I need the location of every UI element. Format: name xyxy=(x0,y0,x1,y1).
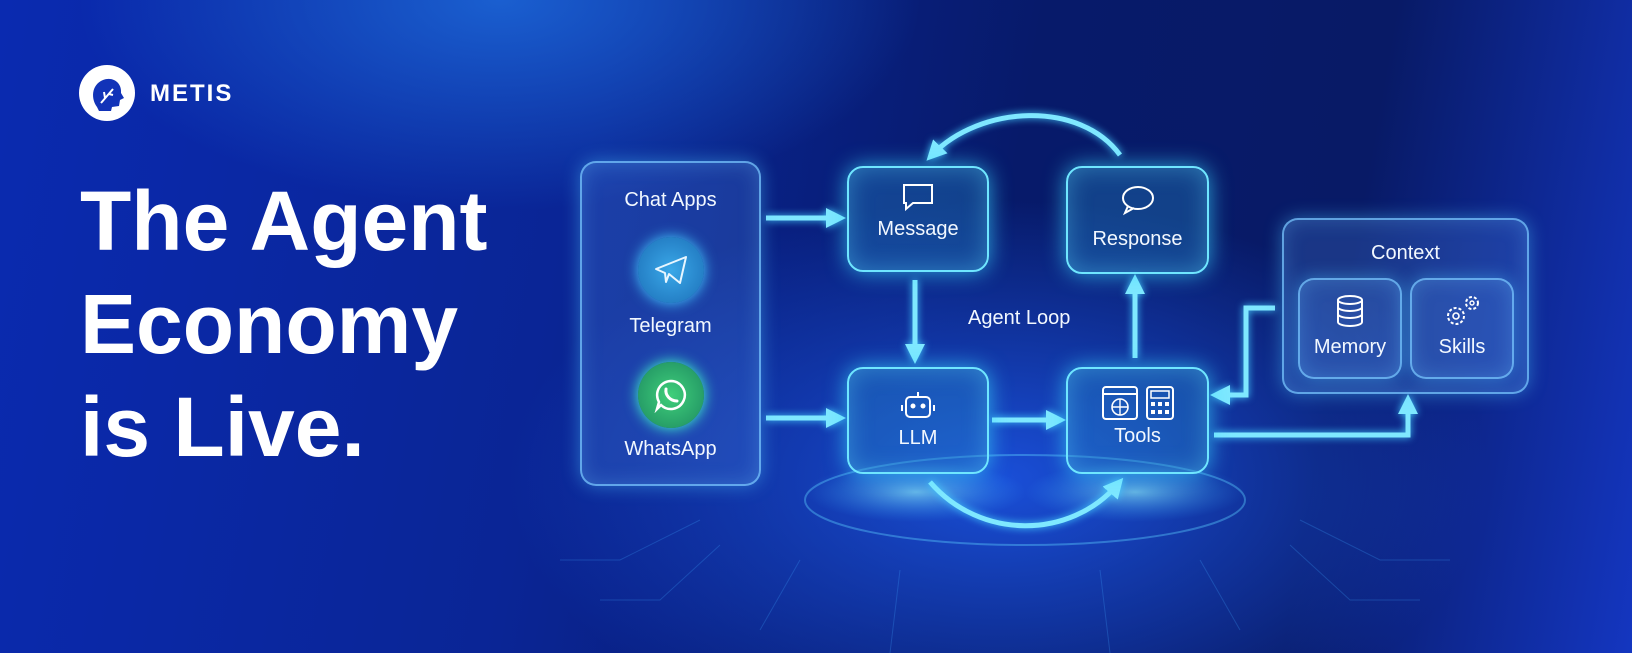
headline-line-3: is Live. xyxy=(80,380,365,474)
memory-label: Memory xyxy=(1313,336,1387,358)
arrow-context-to-tools xyxy=(1210,305,1275,405)
tools-platform xyxy=(1025,462,1245,522)
whatsapp-label: WhatsApp xyxy=(624,438,717,460)
memory-card: Memory xyxy=(1298,278,1402,379)
database-icon xyxy=(1300,294,1400,328)
browser-globe-icon xyxy=(1101,386,1138,420)
context-title: Context xyxy=(1371,242,1440,264)
headline-line-2: Economy xyxy=(80,277,459,371)
telegram-icon xyxy=(637,237,704,303)
arrow-llm-to-tools-loop xyxy=(928,477,1124,529)
headline: The Agent Economy is Live. xyxy=(80,170,488,479)
head-leaf-icon xyxy=(93,78,124,111)
llm-label: LLM xyxy=(898,427,938,449)
speech-bubble-icon xyxy=(1068,184,1207,216)
chat-bubble-icon xyxy=(849,182,987,212)
arrow-response-to-message xyxy=(926,113,1123,161)
skills-card: Skills xyxy=(1410,278,1514,379)
gears-icon xyxy=(1412,294,1512,328)
context-panel: Context Memory Skills xyxy=(1282,218,1529,394)
robot-icon xyxy=(849,389,987,421)
llm-node: LLM xyxy=(847,367,989,474)
telegram-label: Telegram xyxy=(629,315,712,337)
whatsapp-icon xyxy=(637,362,704,428)
chat-apps-panel: Chat Apps Telegram WhatsApp xyxy=(580,161,761,486)
metis-logo xyxy=(79,65,135,121)
llm-platform xyxy=(806,462,1026,522)
skills-label: Skills xyxy=(1438,336,1486,358)
response-label: Response xyxy=(1092,228,1183,250)
agent-loop-label: Agent Loop xyxy=(968,307,1071,329)
circuit-lines xyxy=(560,519,1450,653)
response-node: Response xyxy=(1066,166,1209,274)
tools-label: Tools xyxy=(1114,425,1161,447)
headline-line-1: The Agent xyxy=(80,174,488,268)
tools-node: Tools xyxy=(1066,367,1209,474)
brand-name: METIS xyxy=(150,80,234,107)
arrow-tools-to-context xyxy=(1214,394,1418,438)
message-label: Message xyxy=(877,218,959,240)
message-node: Message xyxy=(847,166,989,272)
chat-apps-title: Chat Apps xyxy=(624,189,717,211)
calculator-icon xyxy=(1145,386,1174,420)
